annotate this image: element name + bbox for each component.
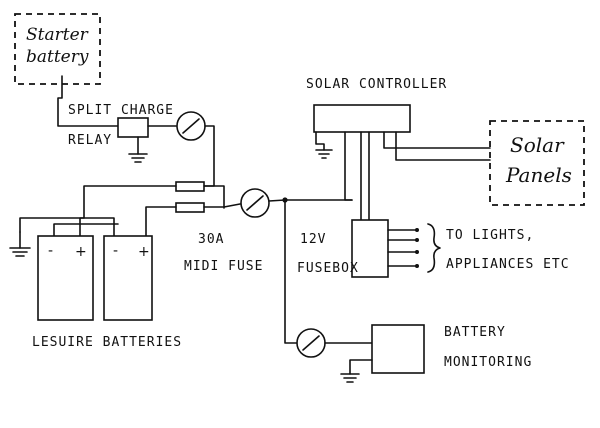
switch-to-fuse-wire <box>203 125 215 187</box>
controller-to-panels-wire-2 <box>395 131 491 161</box>
battery-1-minus: - <box>48 243 53 259</box>
leisure-battery-1 <box>37 235 94 321</box>
battery-1-plus: + <box>75 244 87 260</box>
main-bus-wire <box>268 199 353 202</box>
bus-to-monitor-wire <box>284 199 298 344</box>
fuse-top-to-junction-wire <box>203 185 225 209</box>
starter-to-relay-wire <box>57 75 119 127</box>
fuse-label-1: 30A <box>198 232 224 247</box>
battery-2-plus: + <box>138 244 150 260</box>
fuse-bottom-to-switch-wire <box>203 203 241 208</box>
controller-to-bus-wire <box>344 131 353 201</box>
battery-link-top-wire <box>79 185 177 237</box>
loads-brace <box>427 223 441 273</box>
fusebox-output-wires <box>387 228 419 268</box>
solar-controller <box>313 104 411 133</box>
battery-ground-icon <box>9 231 31 257</box>
battery-link-bottom-wire <box>145 206 177 237</box>
battery-negative-wire <box>19 217 115 237</box>
relay-ground-icon <box>128 153 148 163</box>
solar-panels-label-2: Panels <box>505 163 572 187</box>
split-charge-label-1: SPLIT CHARGE <box>68 103 174 118</box>
starter-battery-box <box>14 13 101 85</box>
monitor-ground-wire <box>349 359 373 375</box>
fusebox <box>351 219 389 278</box>
battery-2-minus: - <box>113 243 118 259</box>
leisure-batteries-label: LESUIRE BATTERIES <box>32 335 182 350</box>
loads-label-2: APPLIANCES ETC <box>446 257 570 272</box>
fusebox-label-1: 12V <box>300 232 326 247</box>
controller-ground-wire <box>315 131 325 151</box>
split-charge-label-2: RELAY <box>68 133 112 148</box>
fusebox-label-2: FUSEBOX <box>297 261 359 276</box>
controller-to-panels-wire-1 <box>383 131 491 149</box>
loads-label-1: TO LIGHTS, <box>446 228 534 243</box>
main-breaker-switch-icon <box>240 188 270 218</box>
solar-panels-label-1: Solar <box>510 133 565 157</box>
fuse-bottom <box>175 202 205 213</box>
solar-controller-label: SOLAR CONTROLLER <box>306 77 447 92</box>
fuse-label-2: MIDI FUSE <box>184 259 263 274</box>
monitor-breaker-switch-icon <box>296 328 326 358</box>
starter-battery-label-1: Starter <box>26 25 89 45</box>
relay-breaker-switch-icon <box>176 111 206 141</box>
battery-monitoring-label-1: BATTERY <box>444 325 506 340</box>
solar-panels-box <box>489 120 585 206</box>
battery-monitoring-label-2: MONITORING <box>444 355 532 370</box>
starter-battery-label-2: battery <box>26 47 89 67</box>
monitor-ground-icon <box>340 373 360 383</box>
fuse-top <box>175 181 205 192</box>
controller-ground-icon <box>315 149 333 159</box>
split-charge-relay <box>117 117 149 138</box>
leisure-battery-2 <box>103 235 153 321</box>
battery-monitor <box>371 324 425 374</box>
battery-interlink-wire <box>53 223 119 237</box>
